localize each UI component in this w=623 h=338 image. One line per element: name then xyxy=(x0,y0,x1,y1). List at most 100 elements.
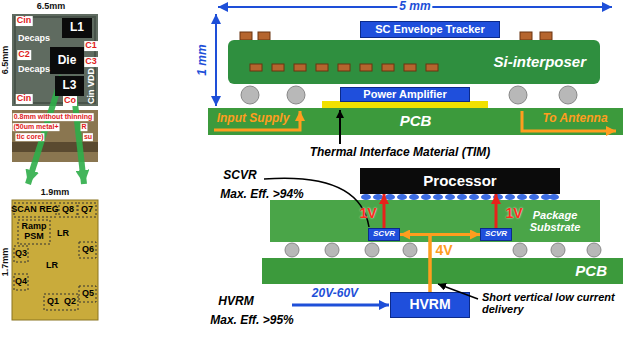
part-name: Co xyxy=(63,96,77,106)
annotation: HVRM xyxy=(218,295,253,308)
signal-name: Input Supply xyxy=(217,112,290,125)
solder-ball xyxy=(559,86,577,104)
part-name: C3 xyxy=(84,57,98,67)
thermal-interface xyxy=(322,101,488,108)
part-name: C2 xyxy=(17,50,31,60)
inductor-chip: L3 xyxy=(55,76,84,96)
note: tic core) xyxy=(15,133,44,141)
solder-ball xyxy=(287,86,305,104)
current-arrow xyxy=(214,111,300,130)
current-arrow xyxy=(522,111,616,131)
node-text: Package Substrate xyxy=(520,209,590,233)
module-photo xyxy=(12,14,98,106)
node-text: SCVR xyxy=(373,230,395,239)
photo-edge xyxy=(15,17,95,103)
block-outline xyxy=(14,246,28,262)
die-chip: Die xyxy=(50,47,84,74)
block-name: Q1 xyxy=(47,297,59,307)
embedded-components xyxy=(250,64,438,71)
node-text: L1 xyxy=(70,21,84,34)
chip-capacitor xyxy=(258,32,270,40)
part-name: Cin xyxy=(16,16,33,26)
annotation: Thermal Interface Material (TIM) xyxy=(310,146,491,159)
note: R xyxy=(80,123,87,131)
supply-arrow xyxy=(292,304,389,307)
current-connector xyxy=(430,235,480,293)
chip-capacitor xyxy=(540,32,552,40)
node-text: HVRM xyxy=(409,297,450,312)
side-layer xyxy=(12,142,98,152)
regulator-chip: SCVR xyxy=(368,228,400,241)
leader-line xyxy=(264,178,369,227)
node-text: SC Envelope Tracker xyxy=(375,24,484,35)
note: su xyxy=(83,133,93,141)
block-name: PSM xyxy=(24,232,44,242)
annotation: Max. Eff. >95% xyxy=(210,314,293,327)
block-outline xyxy=(14,274,28,290)
dimension: 6.5mm xyxy=(1,46,11,75)
node-text: PCB xyxy=(400,113,432,130)
annotation: Short vertical low current delivery xyxy=(482,291,620,315)
block-name: Q8 xyxy=(62,205,74,215)
part-name: Decaps xyxy=(18,65,50,75)
solder-ball xyxy=(509,86,527,104)
block-outline xyxy=(18,220,50,244)
note: (50um metal+ xyxy=(13,123,60,131)
current-connector xyxy=(400,235,430,293)
signal-name: 20V-60V xyxy=(312,287,358,300)
node-text: Die xyxy=(58,54,77,67)
voltage-label: 1V xyxy=(505,206,522,221)
block-name: Q3 xyxy=(15,249,27,259)
side-photo xyxy=(12,110,98,162)
note: 0.8mm without thinning xyxy=(13,113,94,121)
block-outline xyxy=(59,203,77,217)
block-outline xyxy=(78,203,96,217)
block-name: Q5 xyxy=(82,289,94,299)
part-name: C1 xyxy=(84,41,98,51)
pcb-board: PCB xyxy=(262,258,623,284)
block-name: Ramp xyxy=(21,222,46,232)
interposer-board: Si-interposer xyxy=(228,40,600,84)
solder-ball xyxy=(241,86,259,104)
inductor-chip: L1 xyxy=(62,18,92,38)
annotation: SCVR xyxy=(223,169,256,182)
amplifier-chip: Power Amplifier xyxy=(340,87,470,102)
block-name: Q4 xyxy=(15,277,27,287)
dimension: 1.9mm xyxy=(41,188,70,198)
block-name: LR xyxy=(57,229,69,239)
block-name: SCAN REG xyxy=(11,205,59,215)
node-text: Processor xyxy=(423,173,496,190)
chip-capacitor xyxy=(240,32,252,40)
current-connector xyxy=(383,194,386,228)
node-text: SCVR xyxy=(485,230,507,239)
part-name: Cin VDD xyxy=(87,68,97,104)
dimension: 1.7mm xyxy=(1,248,11,277)
block-name: Q2 xyxy=(64,297,76,307)
dimension: 5 mm xyxy=(397,0,432,13)
block-name: Q6 xyxy=(82,245,94,255)
node-text: Power Amplifier xyxy=(363,89,446,100)
block-outline xyxy=(44,294,78,310)
leader-line xyxy=(438,284,478,299)
annotation: Max. Eff. >94% xyxy=(220,188,303,201)
node-text: PCB xyxy=(575,263,607,280)
processor-chip: Processor xyxy=(360,168,560,194)
current-connector xyxy=(495,194,498,228)
chip-capacitor xyxy=(520,32,532,40)
dimension: 6.5mm xyxy=(37,2,66,12)
block-name: Q7 xyxy=(81,205,93,215)
voltage-label: 4V xyxy=(435,243,452,258)
regulator-chip: SCVR xyxy=(480,228,512,241)
node-text: L3 xyxy=(62,79,76,92)
hvrm-chip: HVRM xyxy=(390,292,470,318)
leader-line xyxy=(339,110,341,144)
tracker-chip: SC Envelope Tracker xyxy=(360,21,500,38)
block-name: LR xyxy=(46,261,58,271)
dimension: 1 mm xyxy=(196,42,209,77)
part-name: Cin xyxy=(16,94,33,104)
part-name: Decaps xyxy=(18,34,50,44)
block-outline xyxy=(79,242,96,258)
node-text: Si-interposer xyxy=(493,54,586,71)
block-outline xyxy=(79,286,96,302)
